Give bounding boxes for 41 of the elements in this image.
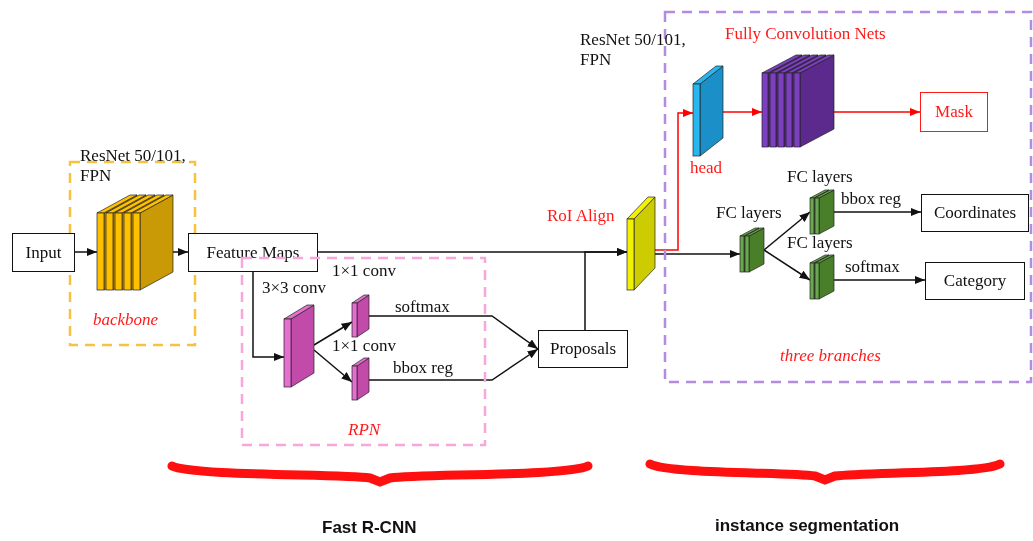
layer-label: RoI Align (547, 206, 615, 226)
layer-label: 3×3 conv (262, 278, 326, 298)
arrow (313, 349, 353, 383)
group-label: RPN (348, 420, 381, 440)
arrow (313, 321, 353, 346)
process-box: Input (12, 233, 75, 272)
arrow (172, 247, 189, 257)
layer-label: 1×1 conv (332, 336, 396, 356)
layer-label: head (690, 158, 723, 178)
layer-label: Fully Convolution Nets (725, 24, 886, 44)
layer-label: 1×1 conv (332, 261, 396, 281)
arrow (654, 108, 694, 251)
arrow (368, 348, 539, 381)
arrow (833, 275, 926, 285)
layer-label: FC layers (716, 203, 782, 223)
edge-label: softmax (842, 258, 903, 275)
arrow (584, 247, 628, 331)
arrow (252, 271, 285, 362)
arrow (74, 247, 98, 257)
arrow (833, 207, 922, 217)
process-box: Category (925, 262, 1025, 300)
arrow (763, 211, 811, 251)
arrow (833, 107, 921, 117)
layer-label: FC layers (787, 167, 853, 187)
process-box: Proposals (538, 330, 628, 368)
group-label: three branches (780, 346, 881, 366)
arrow (722, 107, 763, 117)
process-box: Coordinates (921, 194, 1029, 232)
edge-label: bbox reg (838, 190, 904, 207)
arrow (654, 249, 741, 259)
group-label: backbone (93, 310, 159, 330)
arrow (368, 315, 539, 350)
arrow (763, 249, 811, 281)
backbone-heading: ResNet 50/101, FPN (80, 146, 187, 186)
edge-label: bbox reg (390, 359, 456, 376)
section-caption: instance segmentation (715, 516, 900, 536)
layer-label: FC layers (787, 233, 853, 253)
backbone-heading: ResNet 50/101, FPN (580, 30, 687, 70)
process-box: Mask (920, 92, 988, 132)
edge-label: softmax (392, 298, 453, 315)
section-caption: Fast R-CNN (322, 518, 417, 538)
